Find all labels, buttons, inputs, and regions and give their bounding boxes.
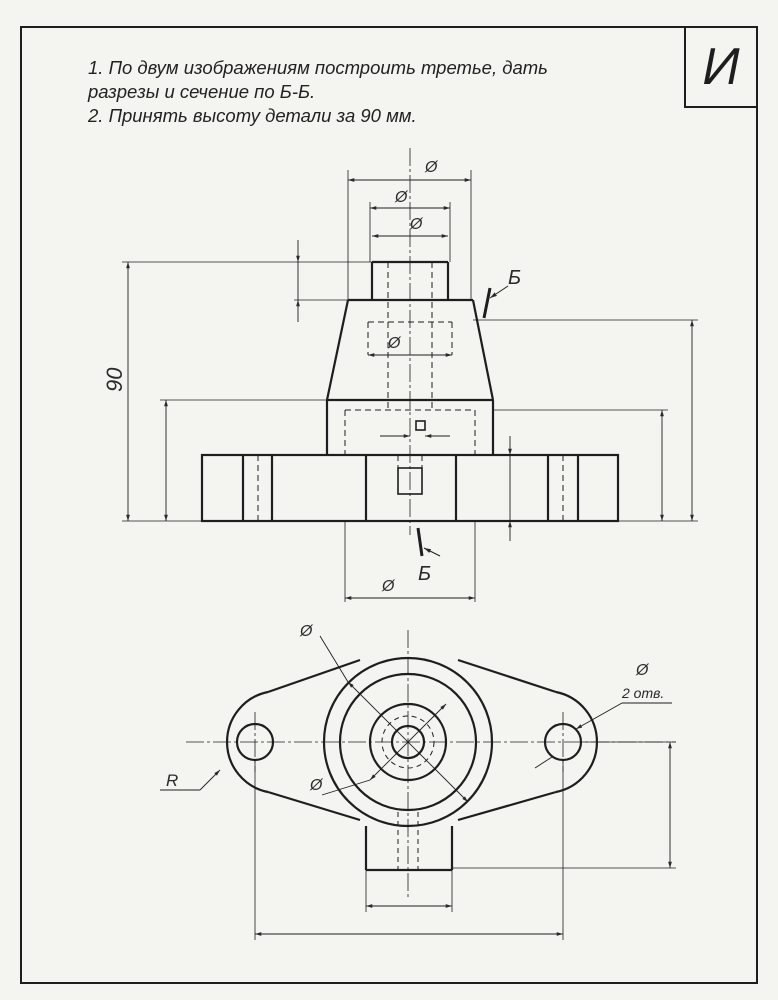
- plan-dimension-lines: [160, 635, 672, 936]
- section-mark-top: [482, 285, 509, 319]
- variant-box: И: [684, 26, 758, 108]
- front-view: [122, 148, 698, 602]
- flange-hidden-lines: [257, 455, 564, 521]
- cone: [325, 298, 495, 401]
- section-mark-bottom: [416, 527, 441, 557]
- dim-inner-diameter-top: Ø: [409, 216, 424, 233]
- dim-height-90: 90: [102, 367, 127, 392]
- dim-outer-diameter-top: Ø: [424, 159, 439, 176]
- dim-flange-radius: R: [166, 771, 178, 790]
- collar: [325, 398, 495, 455]
- task-text: 1. По двум изображениям построить третье…: [88, 56, 668, 128]
- dim-bottom-diameter: Ø: [381, 578, 396, 595]
- variant-letter: И: [702, 38, 740, 96]
- top-boss: [370, 260, 450, 300]
- dim-holes-count: 2 отв.: [621, 685, 664, 701]
- bottom-boss-hidden: [397, 812, 419, 870]
- task-line-2: разрезы и сечение по Б-Б.: [88, 81, 316, 102]
- section-label-top: Б: [508, 267, 521, 289]
- sheet-frame: [20, 26, 758, 984]
- plan-view: [160, 630, 676, 940]
- task-line-3: 2. Принять высоту детали за 90 мм.: [88, 105, 417, 126]
- section-label-bottom: Б: [418, 563, 431, 585]
- front-extension-lines: [122, 170, 698, 602]
- dim-cone-bore-diameter: Ø: [387, 335, 402, 352]
- dim-mid-diameter-top: Ø: [394, 189, 409, 206]
- dim-hub-outer-diameter: Ø: [299, 623, 314, 640]
- plan-extension-lines: [254, 741, 676, 940]
- square-hole: [397, 420, 426, 495]
- bottom-boss: [364, 826, 454, 872]
- dim-hub-inner-diameter: Ø: [309, 777, 324, 794]
- flange-outline: [225, 658, 599, 822]
- base-flange: [200, 453, 620, 523]
- task-line-1: 1. По двум изображениям построить третье…: [88, 57, 548, 78]
- front-dimension-lines: [126, 178, 694, 600]
- dim-holes-diameter: Ø: [635, 662, 650, 679]
